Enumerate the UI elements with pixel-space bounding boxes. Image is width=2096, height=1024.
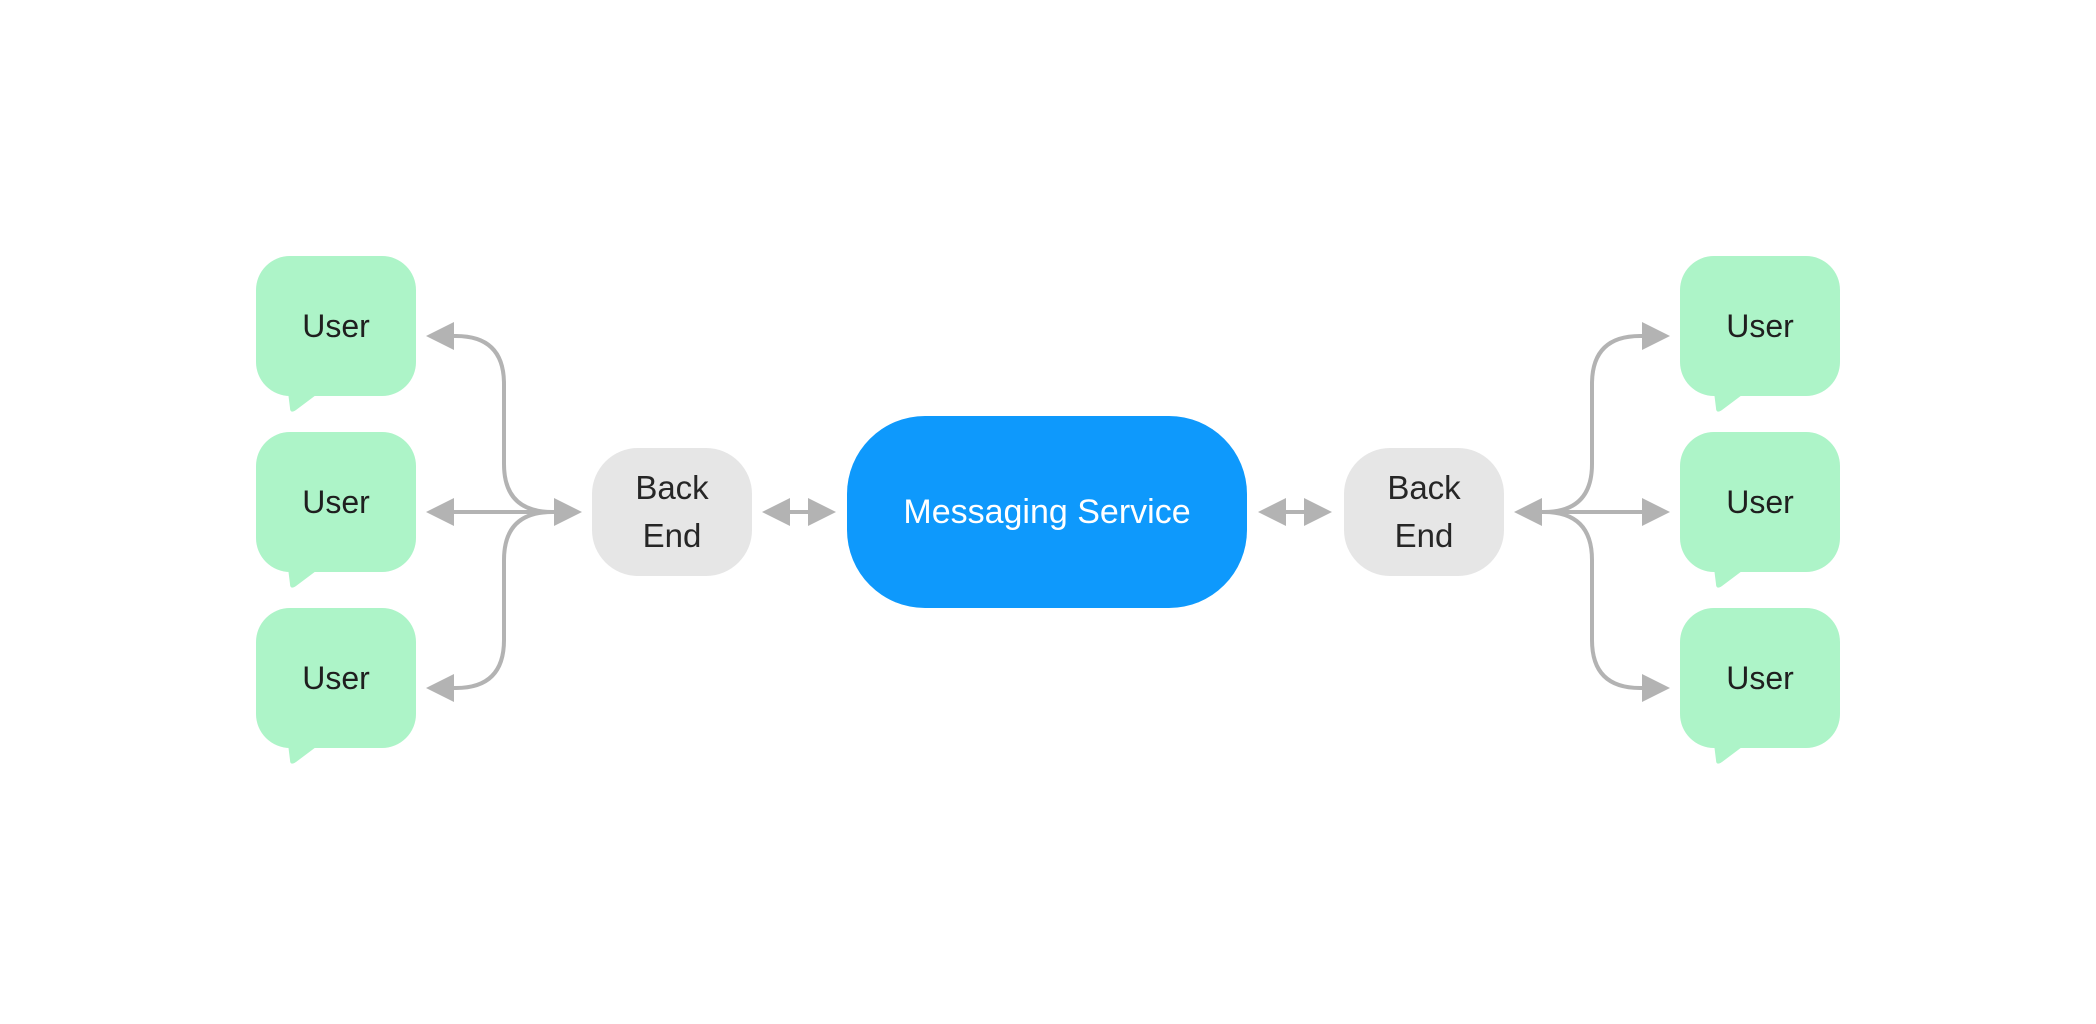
right-backend-service-arrow (1258, 498, 1332, 526)
user-node-left-1: User (256, 256, 416, 396)
left-backend-service-arrow (762, 498, 836, 526)
right-fan-arrowheads (1514, 322, 1670, 702)
left-fan-connector (448, 334, 560, 690)
user-node-right-1: User (1680, 256, 1840, 396)
user-label: User (302, 307, 370, 344)
user-node-right-3: User (1680, 608, 1840, 748)
bubble-tail (288, 744, 320, 764)
messaging-service-node: Messaging Service (847, 416, 1247, 608)
user-label: User (302, 483, 370, 520)
bubble-tail (288, 568, 320, 588)
user-label: User (1726, 659, 1794, 696)
bubble-tail (288, 392, 320, 412)
bubble-tails (288, 392, 1746, 764)
right-fan-connector (1536, 334, 1648, 690)
user-label: User (302, 659, 370, 696)
bubble-tail (1714, 744, 1746, 764)
user-label: User (1726, 483, 1794, 520)
left-fan-arrowheads (426, 322, 582, 702)
user-node-left-3: User (256, 608, 416, 748)
back-end-label: Back End (635, 469, 709, 554)
messaging-service-label: Messaging Service (903, 492, 1191, 531)
back-end-node-left: Back End (592, 448, 752, 576)
back-end-label: Back End (1387, 469, 1461, 554)
user-node-left-2: User (256, 432, 416, 572)
bubble-tail (1714, 392, 1746, 412)
back-end-node-right: Back End (1344, 448, 1504, 576)
user-node-right-2: User (1680, 432, 1840, 572)
user-label: User (1726, 307, 1794, 344)
bubble-tail (1714, 568, 1746, 588)
